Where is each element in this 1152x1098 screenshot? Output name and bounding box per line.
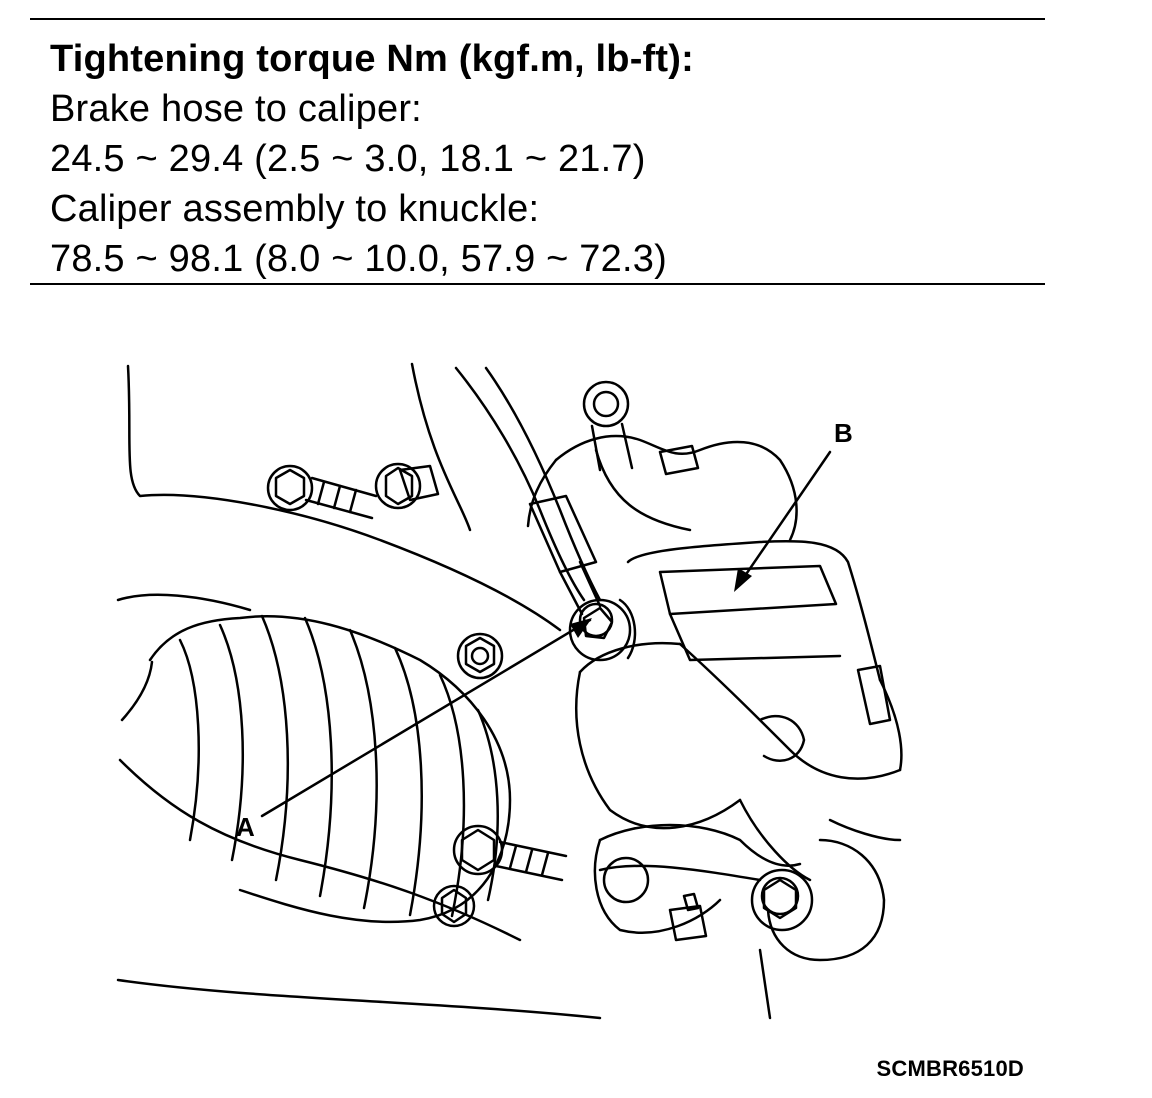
brake-caliper-diagram: A B bbox=[0, 300, 1152, 1040]
callout-b-arrowhead bbox=[734, 568, 752, 592]
brake-caliper-illustration: A B bbox=[116, 362, 903, 1020]
bottom-rule bbox=[30, 283, 1045, 285]
guide-pin-upper bbox=[374, 462, 440, 510]
callout-a-arrowhead bbox=[570, 618, 592, 638]
cv-boot bbox=[120, 614, 512, 924]
torque-spec-block: Tightening torque Nm (kgf.m, lb-ft): Bra… bbox=[50, 34, 1040, 284]
hose-to-caliper-value: 24.5 ~ 29.4 (2.5 ~ 3.0, 18.1 ~ 21.7) bbox=[50, 138, 646, 180]
caliper-body bbox=[575, 539, 903, 882]
mounting-bolt-middle bbox=[456, 632, 504, 680]
callout-a-leader bbox=[260, 618, 592, 818]
caliper-to-knuckle-value: 78.5 ~ 98.1 (8.0 ~ 10.0, 57.9 ~ 72.3) bbox=[50, 238, 667, 280]
figure-code: SCMBR6510D bbox=[876, 1056, 1024, 1081]
bleeder-screw bbox=[668, 892, 708, 942]
caliper-lower-bracket bbox=[593, 823, 886, 962]
brake-hose bbox=[454, 366, 602, 616]
caliper-mounting-bolt-lower bbox=[750, 868, 814, 932]
union-bolt bbox=[568, 598, 637, 662]
mounting-bolt-lower-left bbox=[452, 824, 568, 882]
top-rule bbox=[30, 18, 1045, 20]
caliper-upper-bracket bbox=[526, 380, 798, 542]
mounting-bolt-bottom bbox=[432, 884, 476, 928]
callout-b-leader bbox=[736, 450, 832, 588]
caliper-to-knuckle-label: Caliper assembly to knuckle: bbox=[50, 188, 540, 230]
mounting-bolt-upper-left bbox=[266, 464, 378, 520]
hose-to-caliper-label: Brake hose to caliper: bbox=[50, 88, 422, 130]
callout-a-label: A bbox=[236, 812, 255, 842]
torque-spec-heading: Tightening torque Nm (kgf.m, lb-ft): bbox=[50, 38, 694, 80]
callout-b-label: B bbox=[834, 418, 853, 448]
